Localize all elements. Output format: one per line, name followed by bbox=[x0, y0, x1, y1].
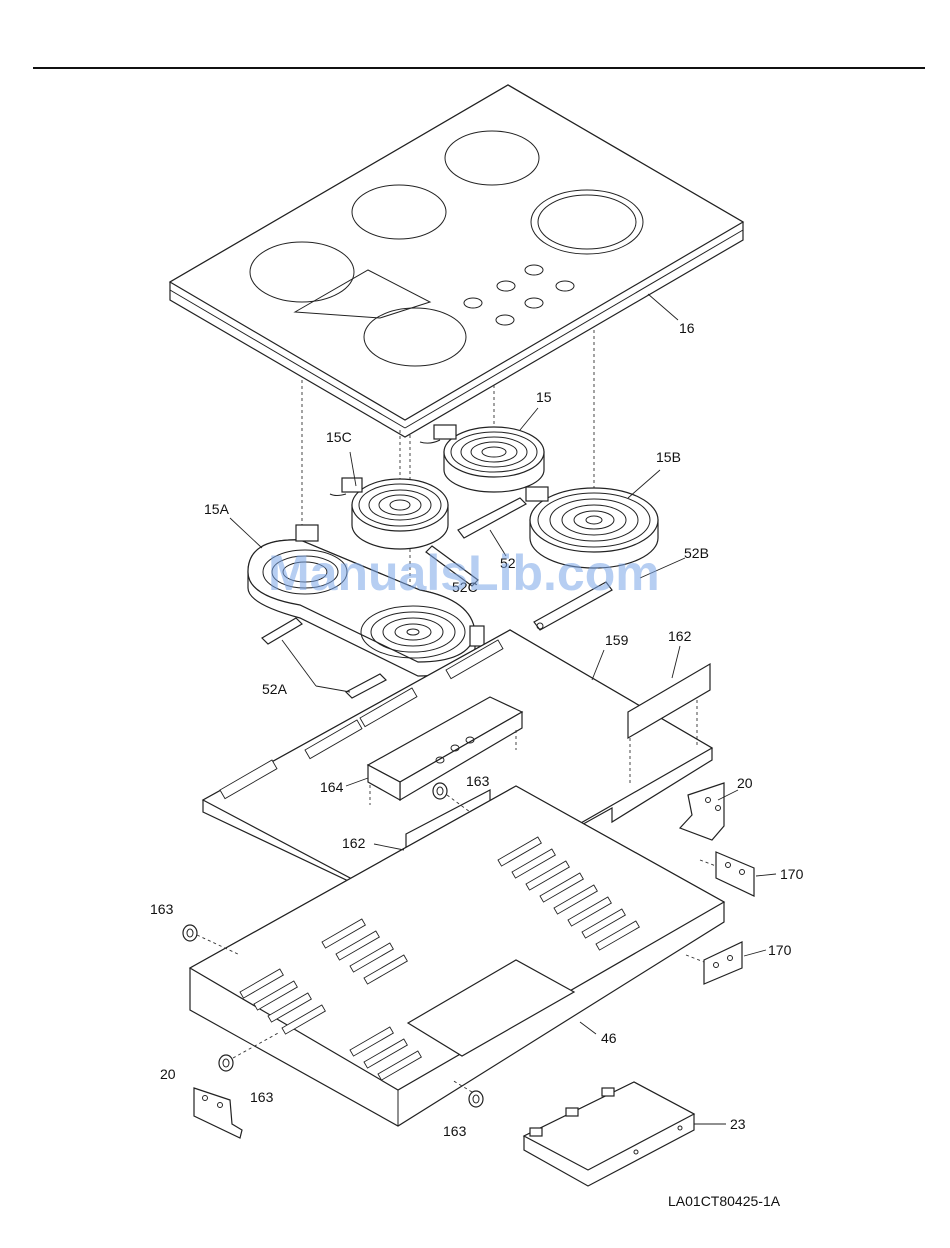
part-20-bracket-right bbox=[680, 783, 724, 840]
callout-163-b: 163 bbox=[150, 901, 174, 917]
callout-163-c: 163 bbox=[250, 1089, 274, 1105]
callout-162-lower: 162 bbox=[342, 835, 366, 851]
callout-15C: 15C bbox=[326, 429, 352, 445]
watermark: ManualsLib.com bbox=[268, 545, 660, 601]
part-15-radiant-element bbox=[420, 425, 544, 492]
callout-52B: 52B bbox=[684, 545, 709, 561]
callout-162-upper: 162 bbox=[668, 628, 692, 644]
part-23-cover-plate bbox=[524, 1082, 694, 1186]
callout-164: 164 bbox=[320, 779, 344, 795]
callout-159: 159 bbox=[605, 632, 629, 648]
callout-163-a: 163 bbox=[466, 773, 490, 789]
part-15C-radiant-element bbox=[330, 478, 448, 549]
callout-20-right: 20 bbox=[737, 775, 753, 791]
callout-23: 23 bbox=[730, 1116, 746, 1132]
callout-52A: 52A bbox=[262, 681, 288, 697]
callout-170-upper: 170 bbox=[780, 866, 804, 882]
part-20-bracket-left bbox=[194, 1088, 242, 1138]
part-170-bracket-lower bbox=[686, 942, 742, 984]
callout-20-left: 20 bbox=[160, 1066, 176, 1082]
part-16-glass-cooktop bbox=[170, 85, 743, 437]
callout-15B: 15B bbox=[656, 449, 681, 465]
callout-15: 15 bbox=[536, 389, 552, 405]
callout-16: 16 bbox=[679, 320, 695, 336]
part-52-strap bbox=[458, 498, 526, 538]
callout-163-d: 163 bbox=[443, 1123, 467, 1139]
callout-15A: 15A bbox=[204, 501, 230, 517]
part-170-bracket-upper bbox=[700, 852, 754, 896]
callout-170-lower: 170 bbox=[768, 942, 792, 958]
callout-46: 46 bbox=[601, 1030, 617, 1046]
drawing-code: LA01CT80425-1A bbox=[668, 1193, 781, 1209]
